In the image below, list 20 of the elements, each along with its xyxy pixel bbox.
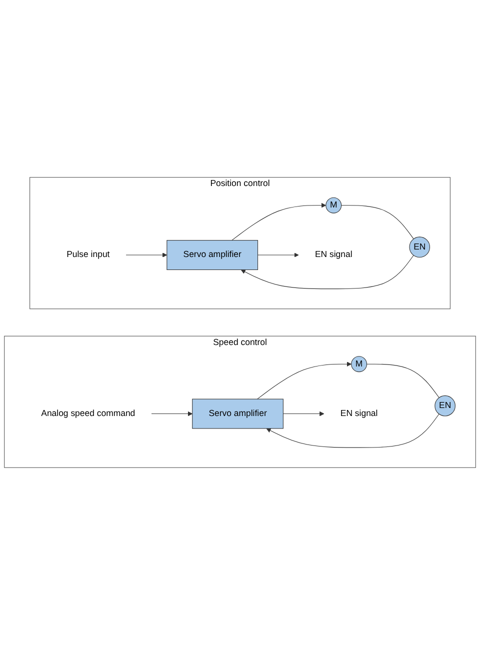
node-text: EN signal: [340, 408, 378, 418]
node-circle: EN: [434, 395, 456, 416]
arrow: [240, 255, 414, 290]
arrow: [257, 252, 299, 258]
arrow: [266, 414, 440, 448]
arrow: [282, 411, 324, 416]
node-text: EN signal: [314, 250, 352, 260]
node-box: Servo amplifier: [166, 240, 258, 270]
node-circle: M: [326, 197, 342, 214]
arrow: [126, 252, 168, 258]
arrow: [232, 202, 326, 241]
node-box: Servo amplifier: [192, 398, 284, 429]
arrow: [151, 411, 193, 416]
connector: [366, 364, 440, 398]
node-circle: M: [351, 356, 368, 372]
arrow: [257, 362, 352, 400]
node-circle: EN: [409, 236, 430, 258]
node-text: Analog speed command: [41, 408, 136, 418]
node-text: Pulse input: [66, 250, 110, 260]
connector: [341, 205, 414, 240]
